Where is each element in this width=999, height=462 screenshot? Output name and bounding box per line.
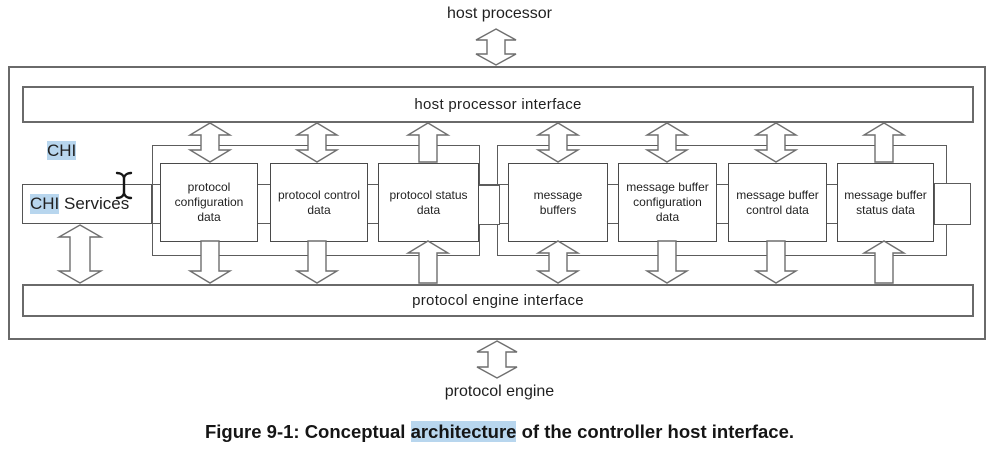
protocol-engine-interface-label: protocol engine interface	[412, 292, 584, 309]
protocol-control-data-box: protocol control data	[270, 163, 368, 242]
message-buffers-box: message buffers	[508, 163, 608, 242]
message-buffer-configuration-data-box: message buffer configuration data	[618, 163, 717, 242]
right-edge-connector	[934, 183, 971, 225]
host-processor-label: host processor	[447, 5, 552, 22]
message-buffer-control-data-box: message buffer control data	[728, 163, 827, 242]
protocol-engine-interface-bar: protocol engine interface	[22, 284, 974, 317]
host-processor-interface-bar: host processor interface	[22, 86, 974, 123]
protocol-status-data-box: protocol status data	[378, 163, 479, 242]
protocol-engine-label: protocol engine	[444, 383, 555, 400]
host-processor-interface-label: host processor interface	[414, 96, 582, 113]
message-buffer-status-data-box: message buffer status data	[837, 163, 934, 242]
protocol-configuration-data-box: protocol configuration data	[160, 163, 258, 242]
bidirectional-arrow-icon	[476, 340, 518, 379]
caption-suffix: of the controller host interface.	[516, 421, 795, 442]
bidirectional-arrow-icon	[475, 28, 517, 66]
caption-highlight: architecture	[410, 421, 517, 442]
chi-services-box: CHI Services	[22, 184, 152, 224]
caption-prefix: Figure 9-1: Conceptual	[204, 421, 411, 442]
chi-title: CHI	[47, 141, 77, 160]
figure-caption: Figure 9-1: Conceptual architecture of t…	[0, 421, 999, 443]
group-bridge-connector	[477, 185, 500, 225]
chi-services-label: Services	[59, 194, 130, 213]
chi-services-highlight: CHI	[30, 194, 60, 214]
